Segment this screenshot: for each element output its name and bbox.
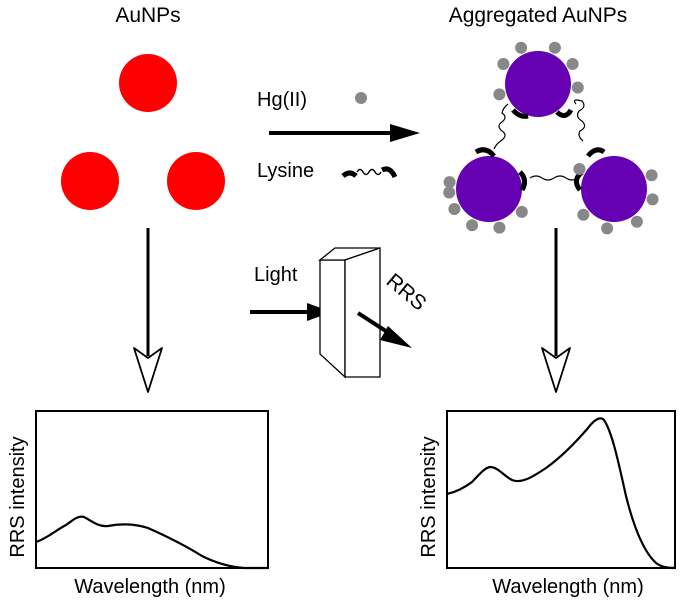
hg-ion: [646, 193, 659, 206]
reaction-arrow: [269, 124, 420, 142]
hg-ion: [448, 203, 461, 215]
hg-ion: [515, 41, 528, 54]
hg-ion-icon: [355, 92, 367, 104]
hg-ions: [443, 41, 659, 235]
aggregated-aunps-group: [443, 41, 659, 235]
lysine-bracket: [511, 108, 529, 119]
right-spectrum-xlabel: Wavelength (nm): [492, 576, 644, 598]
rrs-arrow: [356, 311, 412, 348]
hg-ion: [577, 208, 590, 221]
lysine-bracket: [474, 147, 496, 158]
right-spectrum-curve: [446, 417, 676, 570]
lysine-label: Lysine: [257, 160, 314, 182]
hg-ion: [515, 205, 528, 218]
lysine-linker: [493, 103, 509, 150]
rrs-label: RRS: [382, 269, 431, 315]
lysine-bracket: [518, 170, 528, 192]
lysine-icon: [341, 166, 398, 179]
lysine-bracket: [555, 108, 574, 118]
hg-ion: [645, 169, 658, 182]
right-spectrum-ylabel: RRS intensity: [418, 436, 440, 557]
aunp-particle: [167, 152, 225, 210]
left-spectrum-curve: [35, 515, 268, 570]
aggregated-particle: [456, 156, 522, 222]
light-label: Light: [254, 264, 298, 286]
free-aunps-group: [61, 54, 225, 210]
left-spectrum-xlabel: Wavelength (nm): [74, 576, 226, 598]
left-spectrum-frame: [35, 410, 269, 569]
aggregated-aunps-title: Aggregated AuNPs: [449, 4, 628, 27]
aunp-particle: [119, 54, 177, 112]
aggregated-particle: [581, 156, 647, 222]
hg-ion: [573, 163, 586, 175]
right-spectrum-panel: RRS intensity Wavelength (nm): [418, 410, 676, 598]
hg-ion: [601, 222, 614, 235]
hg-ion: [443, 176, 456, 189]
right-down-arrow: [541, 228, 571, 393]
left-down-arrow: [133, 228, 163, 393]
lysine-linker: [573, 99, 586, 142]
hg-ion: [566, 58, 579, 70]
aunps-title: AuNPs: [115, 4, 180, 27]
hg-ion: [571, 81, 584, 94]
hg-ion: [493, 88, 506, 101]
hg-ion: [443, 186, 456, 199]
right-spectrum-frame: [446, 410, 676, 569]
aunp-particle: [61, 152, 119, 210]
cuvette: [318, 247, 381, 379]
aggregated-particle: [505, 51, 571, 117]
hg-ion: [548, 41, 561, 54]
left-spectrum-panel: RRS intensity Wavelength (nm): [7, 410, 269, 598]
lysine-bracket: [586, 147, 606, 158]
left-spectrum-ylabel: RRS intensity: [7, 436, 29, 557]
hg-ion: [493, 221, 506, 234]
hg-label: Hg(II): [257, 89, 307, 111]
hg-ion: [497, 58, 510, 70]
lysine-linker: [529, 175, 579, 181]
hg-ion: [466, 219, 479, 232]
hg-ion: [630, 215, 643, 228]
